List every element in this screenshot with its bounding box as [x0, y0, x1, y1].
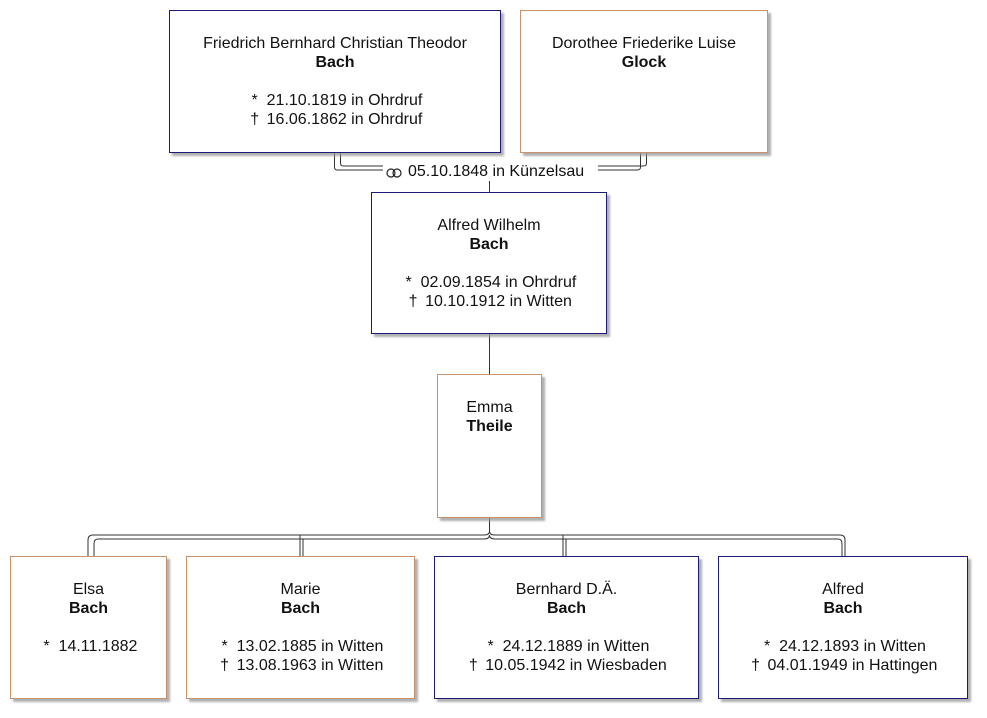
given-name: Dorothee Friederike Luise	[551, 35, 737, 52]
birth-icon: *	[251, 92, 258, 109]
surname: Bach	[546, 600, 587, 617]
birth-event: *13.02.1885 in Witten	[187, 637, 414, 656]
person-card-focus[interactable]: Alfred Wilhelm Bach *02.09.1854 in Ohrdr…	[371, 192, 607, 334]
surname: Bach	[280, 600, 321, 617]
birth-icon: *	[43, 638, 50, 655]
birth-icon: *	[221, 638, 228, 655]
given-name: Friedrich Bernhard Christian Theodor	[203, 35, 467, 52]
marriage-label: 05.10.1848 in Künzelsau	[383, 162, 588, 183]
death-icon: †	[408, 293, 418, 310]
person-card-child[interactable]: Alfred Bach *24.12.1893 in Witten †04.01…	[718, 556, 968, 699]
rings-icon	[386, 164, 402, 183]
death-icon: †	[220, 657, 230, 674]
given-name: Elsa	[72, 581, 105, 598]
person-card-mother[interactable]: Dorothee Friederike Luise Glock	[520, 10, 768, 153]
surname: Glock	[621, 54, 667, 71]
birth-event: *24.12.1889 in Witten	[435, 637, 698, 656]
birth-icon: *	[763, 638, 771, 655]
given-name: Marie	[280, 581, 321, 598]
death-icon: †	[751, 657, 760, 674]
birth-icon: *	[405, 274, 412, 291]
person-card-child[interactable]: Marie Bach *13.02.1885 in Witten †13.08.…	[186, 556, 415, 699]
surname: Bach	[315, 54, 355, 71]
given-name: Alfred	[822, 581, 864, 598]
surname: Bach	[68, 600, 109, 617]
given-name: Emma	[466, 399, 513, 416]
person-card-father[interactable]: Friedrich Bernhard Christian Theodor Bac…	[169, 10, 501, 153]
death-event: †10.10.1912 in Witten	[372, 292, 606, 311]
death-event: †13.08.1963 in Witten	[187, 656, 414, 675]
person-card-child[interactable]: Elsa Bach *14.11.1882	[10, 556, 167, 699]
birth-event: *14.11.1882	[11, 637, 166, 656]
person-card-spouse[interactable]: Emma Theile	[437, 374, 542, 518]
birth-event: *24.12.1893 in Witten	[719, 637, 967, 656]
surname: Theile	[466, 418, 513, 435]
death-event: †16.06.1862 in Ohrdruf	[170, 110, 500, 129]
death-icon: †	[468, 657, 478, 674]
birth-event: *21.10.1819 in Ohrdruf	[170, 91, 500, 110]
person-card-child[interactable]: Bernhard D.Ä. Bach *24.12.1889 in Witten…	[434, 556, 699, 699]
death-event: †10.05.1942 in Wiesbaden	[435, 656, 698, 675]
surname: Bach	[469, 236, 509, 253]
marriage-date: 05.10.1848 in Künzelsau	[408, 163, 585, 180]
death-event: †04.01.1949 in Hattingen	[719, 656, 967, 675]
surname: Bach	[823, 600, 863, 617]
birth-event: *02.09.1854 in Ohrdruf	[372, 273, 606, 292]
death-icon: †	[250, 111, 260, 128]
given-name: Bernhard D.Ä.	[515, 581, 618, 598]
given-name: Alfred Wilhelm	[437, 217, 541, 234]
birth-icon: *	[487, 638, 494, 655]
